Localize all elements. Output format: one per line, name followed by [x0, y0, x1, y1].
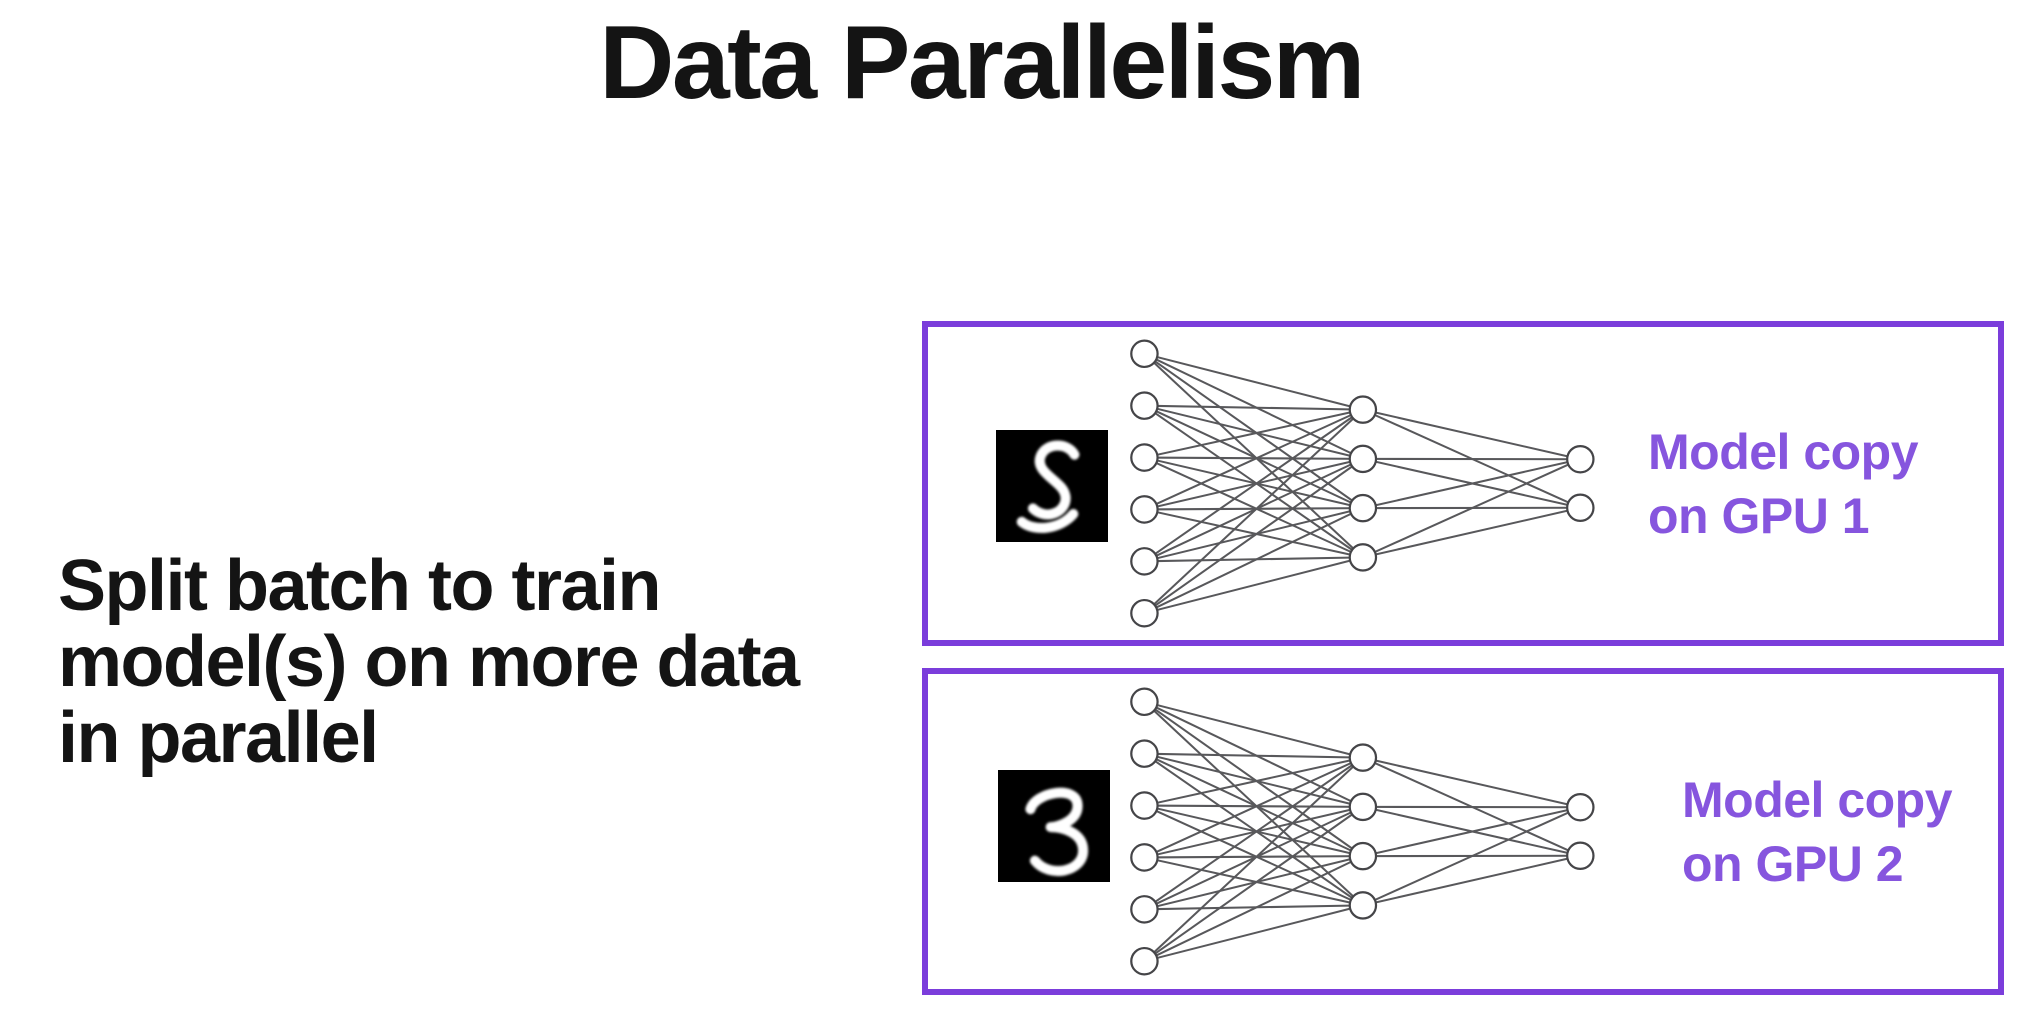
- network-edge: [1144, 756, 1364, 859]
- network-edge: [1144, 856, 1364, 907]
- network-edge: [1144, 404, 1364, 460]
- network-node: [1130, 391, 1159, 420]
- network-edge: [1144, 700, 1364, 759]
- network-edge: [1143, 352, 1364, 509]
- network-node: [1566, 841, 1595, 871]
- network-edge: [1143, 408, 1364, 614]
- network-edge: [1144, 456, 1363, 460]
- network-edge: [1144, 507, 1363, 511]
- body-text: Split batch to train model(s) on more da…: [58, 546, 800, 778]
- gpu-label-line-2: on GPU 2: [1682, 835, 1904, 892]
- digit-stroke: [1027, 440, 1080, 520]
- network-edge: [1144, 804, 1364, 907]
- network-edge: [1143, 507, 1364, 615]
- digit-stroke: [1025, 787, 1089, 876]
- network-edge: [1143, 700, 1364, 857]
- gpu-label: Model copy on GPU 1: [1648, 420, 1919, 548]
- network-edge: [1144, 352, 1364, 411]
- network-node: [1566, 493, 1595, 523]
- network-node: [1348, 493, 1378, 523]
- network-edge: [1144, 556, 1364, 615]
- gpu-box-1: Model copy on GPU 1: [922, 321, 2004, 646]
- gpu-label-line-1: Model copy: [1648, 423, 1919, 480]
- network-node: [1130, 339, 1159, 369]
- neural-network-diagram: [1130, 339, 1595, 628]
- network-edge: [1144, 756, 1364, 807]
- network-edge: [1362, 806, 1581, 907]
- mnist-digit-5-image: [996, 430, 1108, 542]
- neural-network-diagram: [1130, 687, 1595, 976]
- network-edge: [1143, 408, 1364, 563]
- network-edge: [1143, 752, 1364, 907]
- network-edge: [1144, 804, 1364, 858]
- network-edge: [1362, 408, 1581, 461]
- network-edge: [1144, 456, 1364, 559]
- network-edge: [1143, 756, 1364, 911]
- network-edge: [1143, 458, 1364, 615]
- network-edge: [1144, 752, 1364, 808]
- body-text-line-3: in parallel: [58, 698, 379, 778]
- network-edge: [1362, 806, 1581, 858]
- network-edge: [1362, 756, 1581, 809]
- network-edge: [1143, 700, 1364, 808]
- body-text-line-1: Split batch to train: [58, 546, 662, 626]
- gpu-label: Model copy on GPU 2: [1682, 768, 1953, 896]
- network-node: [1348, 444, 1378, 474]
- network-edge: [1143, 353, 1364, 559]
- network-node: [1130, 895, 1159, 924]
- network-node: [1348, 841, 1378, 871]
- network-edge: [1144, 855, 1364, 911]
- network-edge: [1144, 556, 1363, 563]
- network-edge: [1143, 752, 1364, 858]
- network-edge: [1144, 408, 1364, 459]
- network-node: [1130, 547, 1159, 576]
- network-edge: [1362, 458, 1581, 559]
- network-node: [1130, 791, 1159, 820]
- network-edge: [1144, 408, 1364, 511]
- network-node: [1566, 792, 1595, 822]
- network-edge: [1144, 456, 1364, 510]
- network-node: [1348, 543, 1378, 572]
- network-edge: [1143, 855, 1364, 963]
- network-edge: [1143, 701, 1364, 907]
- network-edge: [1144, 457, 1364, 511]
- network-edge: [1143, 352, 1364, 460]
- network-edge: [1143, 756, 1364, 962]
- network-edge: [1143, 404, 1364, 510]
- body-text-line-2: model(s) on more data: [58, 622, 800, 702]
- network-node: [1348, 395, 1378, 424]
- network-node: [1566, 444, 1595, 474]
- gpu-box-2: Model copy on GPU 2: [922, 668, 2004, 995]
- network-edge: [1144, 507, 1364, 563]
- network-node: [1130, 687, 1159, 717]
- network-edge: [1362, 506, 1581, 559]
- digit-stroke: [1016, 508, 1079, 533]
- network-node: [1130, 443, 1159, 472]
- network-node: [1348, 891, 1378, 920]
- network-node: [1130, 495, 1159, 524]
- gpu-label-line-2: on GPU 1: [1648, 487, 1870, 544]
- network-edge: [1362, 458, 1581, 510]
- network-edge: [1143, 806, 1364, 963]
- network-edge: [1144, 904, 1363, 911]
- network-node: [1130, 598, 1159, 628]
- network-edge: [1144, 805, 1364, 859]
- network-edge: [1144, 508, 1364, 559]
- network-edge: [1144, 752, 1363, 759]
- network-edge: [1144, 404, 1363, 411]
- network-node: [1130, 946, 1159, 976]
- network-edge: [1144, 855, 1363, 859]
- network-node: [1130, 843, 1159, 872]
- network-node: [1348, 792, 1378, 822]
- mnist-digit-3-image: [998, 770, 1110, 882]
- network-node: [1130, 739, 1159, 768]
- gpu-label-line-1: Model copy: [1682, 771, 1953, 828]
- network-edge: [1143, 404, 1364, 559]
- network-edge: [1362, 854, 1581, 907]
- network-node: [1348, 743, 1378, 772]
- network-edge: [1144, 904, 1364, 963]
- network-edge: [1144, 804, 1363, 808]
- slide-title: Data Parallelism: [599, 5, 1365, 121]
